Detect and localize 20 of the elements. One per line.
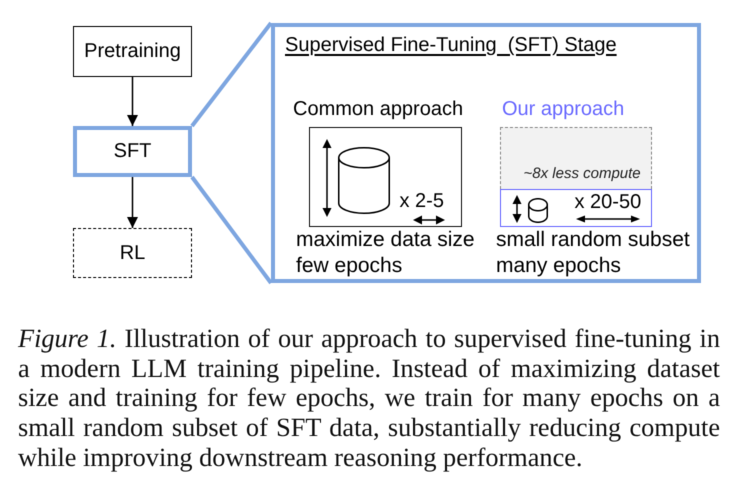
zoom-connector-line [190, 22, 273, 128]
dashed-process-box [73, 228, 192, 278]
stage-label: RL [120, 242, 146, 264]
column-caption: small random subset many epochs [496, 227, 691, 279]
repeat-count-label: x 20-50 [574, 190, 642, 214]
figure-caption: Figure 1. Illustration of our approach to supervised fine-tuning in a modern LLM training pipeline. Instead of maximizing dataset size and training for few epochs, we train for many epochs on a small random subset of SFT data, substantially reducing compute while improving downstream reasoning performance. [18, 324, 720, 473]
process-box [73, 26, 192, 77]
compute-note: ~8x less compute [524, 164, 641, 182]
stage-label: Pretraining [84, 40, 181, 63]
column-heading: Common approach [293, 98, 464, 121]
column-heading: Our approach [502, 98, 624, 121]
arrow [127, 177, 138, 228]
zoom-connector-line [190, 176, 273, 284]
repeat-count-label: x 2-5 [400, 190, 444, 212]
arrow [127, 77, 138, 126]
column-caption: maximize data size few epochs [296, 227, 476, 279]
zoom-panel [271, 23, 701, 283]
panel-title: Supervised Fine-Tuning (SFT) Stage [285, 34, 617, 57]
stage-label: SFT [114, 140, 152, 163]
highlighted-process-box [73, 126, 192, 177]
